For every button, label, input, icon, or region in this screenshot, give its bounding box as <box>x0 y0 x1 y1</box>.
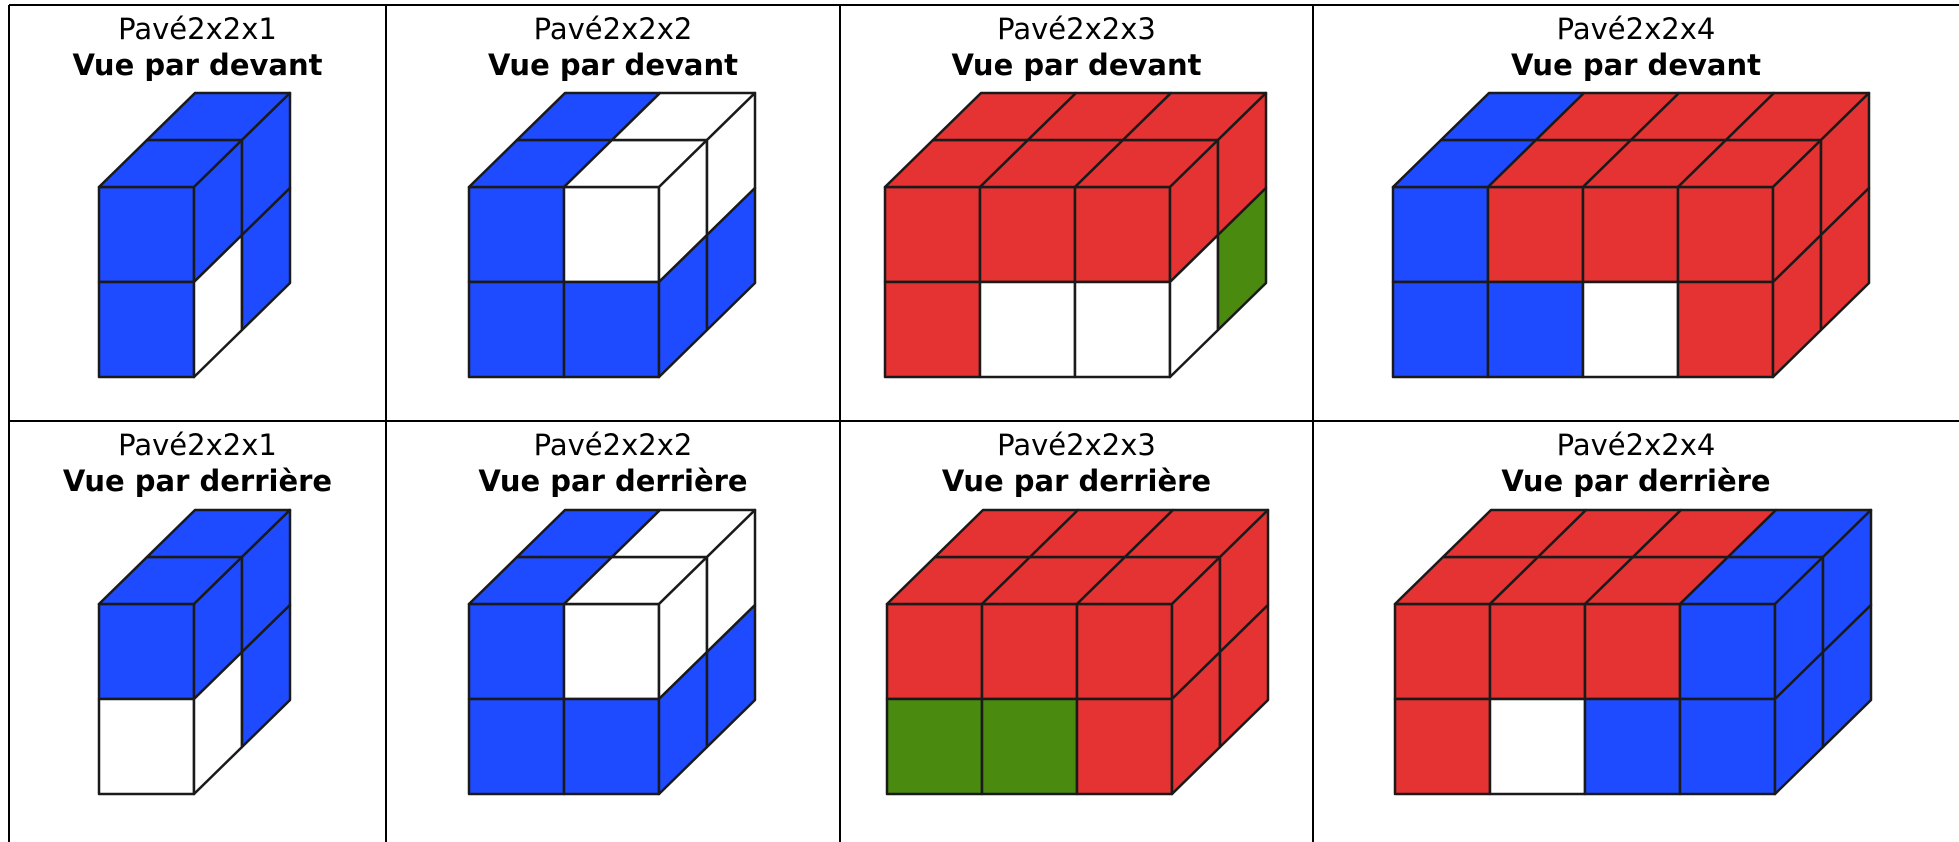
table-cell: Pavé2x2x3 Vue par devant <box>840 5 1313 421</box>
table-cell: Pavé2x2x4 Vue par derrière <box>1313 421 1959 842</box>
table-cell: Pavé2x2x1 Vue par devant <box>9 5 386 421</box>
cube-drawing <box>883 91 1268 379</box>
front-face-cube <box>980 602 1079 701</box>
solid-name: Pavé2x2x3 <box>997 428 1156 462</box>
cube-drawing <box>467 91 757 379</box>
solid-name: Pavé2x2x2 <box>533 12 693 46</box>
view-label: Vue par devant <box>951 48 1202 82</box>
front-face-cube <box>467 280 566 379</box>
table-cell: Pavé2x2x1 Vue par derrière <box>9 421 386 842</box>
front-face-cube <box>1488 697 1587 796</box>
cube-drawing <box>885 508 1270 796</box>
table-cell: Pavé2x2x4 Vue par devant <box>1313 5 1959 421</box>
front-face-cube <box>1583 697 1682 796</box>
side-face-cube <box>705 186 757 332</box>
front-face-cube <box>978 280 1077 379</box>
front-face-cube <box>1486 185 1585 284</box>
front-face-cube <box>1391 185 1490 284</box>
side-face-cube <box>1821 603 1873 749</box>
side-face-cube <box>1819 186 1871 332</box>
front-face-cube <box>467 697 566 796</box>
front-face-cube <box>1075 602 1174 701</box>
front-face-cube <box>1581 280 1680 379</box>
front-face-cube <box>883 280 982 379</box>
solid-name: Pavé2x2x1 <box>118 428 277 462</box>
front-face-cube <box>1391 280 1490 379</box>
front-face-cube <box>978 185 1077 284</box>
side-face-cube <box>240 186 292 332</box>
cube-drawing <box>1391 91 1871 379</box>
view-label: Vue par devant <box>488 48 738 82</box>
view-label: Vue par devant <box>1511 48 1761 82</box>
view-label: Vue par devant <box>72 48 323 82</box>
front-face-cube <box>1488 602 1587 701</box>
front-face-cube <box>1073 280 1172 379</box>
front-face-cube <box>1486 280 1585 379</box>
front-face-cube <box>1583 602 1682 701</box>
view-label: Vue par derrière <box>62 464 333 498</box>
front-face-cube <box>1676 185 1775 284</box>
front-face-cube <box>1678 602 1777 701</box>
front-face-cube <box>97 280 196 379</box>
front-face-cube <box>562 185 661 284</box>
side-face-cube <box>1216 186 1268 332</box>
front-face-cube <box>980 697 1079 796</box>
cube-drawing <box>97 91 292 379</box>
front-face-cube <box>885 697 984 796</box>
table-cell: Pavé2x2x2 Vue par devant <box>386 5 840 421</box>
side-face-cube <box>240 603 292 749</box>
table-cell: Pavé2x2x3 Vue par derrière <box>840 421 1313 842</box>
front-face-cube <box>1676 280 1775 379</box>
solid-name: Pavé2x2x1 <box>118 12 277 46</box>
front-face-cube <box>467 185 566 284</box>
front-face-cube <box>1073 185 1172 284</box>
front-face-cube <box>883 185 982 284</box>
front-face-cube <box>1581 185 1680 284</box>
front-face-cube <box>1393 697 1492 796</box>
front-face-cube <box>1393 602 1492 701</box>
front-face-cube <box>562 697 661 796</box>
front-face-cube <box>1678 697 1777 796</box>
front-face-cube <box>97 602 196 701</box>
view-label: Vue par derrière <box>941 464 1212 498</box>
side-face-cube <box>705 603 757 749</box>
solid-name: Pavé2x2x3 <box>997 12 1156 46</box>
front-face-cube <box>562 280 661 379</box>
front-face-cube <box>885 602 984 701</box>
front-face-cube <box>467 602 566 701</box>
side-face-cube <box>1218 603 1270 749</box>
table-cell: Pavé2x2x2 Vue par derrière <box>386 421 840 842</box>
front-face-cube <box>97 185 196 284</box>
front-face-cube <box>97 697 196 796</box>
solid-name: Pavé2x2x2 <box>533 428 693 462</box>
front-face-cube <box>1075 697 1174 796</box>
cube-drawing <box>97 508 292 796</box>
view-label: Vue par derrière <box>478 464 748 498</box>
cube-drawing <box>467 508 757 796</box>
cube-drawing <box>1393 508 1873 796</box>
front-face-cube <box>562 602 661 701</box>
view-label: Vue par derrière <box>1501 464 1771 498</box>
solid-name: Pavé2x2x4 <box>1556 12 1716 46</box>
solid-name: Pavé2x2x4 <box>1556 428 1716 462</box>
